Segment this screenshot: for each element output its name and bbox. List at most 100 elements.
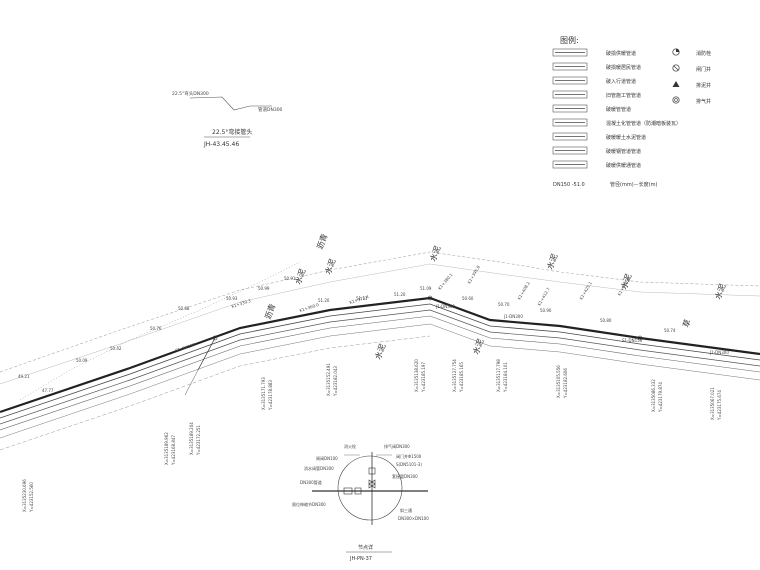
svg-text:管道DN300: 管道DN300 [258, 106, 283, 113]
fire-hydrant-icon [672, 48, 680, 56]
coord-label: Y=423152.560 [29, 482, 34, 513]
coord-label: X=3135189.962 [164, 432, 169, 465]
elevation-label: 50.93 [226, 296, 238, 301]
coord-label: Y=423179.874 [658, 382, 663, 413]
pipe-label: J1-DN300 [709, 350, 729, 355]
legend-pipe-item: 破损供暖管道 [552, 48, 636, 57]
legend-footnote-code: DN150 -51.0 [553, 182, 585, 188]
svg-text:混凝土化管管道（防潮暗板装瓦）: 混凝土化管管道（防潮暗板装瓦） [606, 120, 681, 127]
svg-text:DN300管道: DN300管道 [300, 479, 322, 485]
legend-symbol-items: 消防栓 闸门井 排泥井 排气井 [672, 48, 711, 105]
station-mark: K1+412.7 [537, 286, 552, 306]
legend-pipe-item: 破暖钢管道管道 [552, 146, 641, 155]
main-pipeline [0, 296, 760, 414]
detail-bottom-title: 节点详 [358, 544, 373, 551]
pipe-label: S1-DN150 [622, 338, 643, 343]
elevation-label: 47.77 [42, 388, 54, 393]
coord-label: X=3135105.556 [556, 365, 561, 398]
svg-text:破入行道管道: 破入行道管道 [606, 78, 636, 85]
coord-label: X=3135117.798 [496, 359, 501, 392]
legend-pipe-item: 破暖供暖通管道 [552, 160, 641, 169]
drain-valve-icon [672, 81, 680, 87]
svg-text:22.5°弯头DN300: 22.5°弯头DN300 [172, 90, 209, 97]
elevation-label: 49.21 [18, 374, 30, 379]
legend-pipe-item: 混凝土化管管道（防潮暗板装瓦） [552, 118, 681, 127]
pipeline-plan: 水泥 水泥 水泥 水泥 水泥 水泥 水泥 水泥 沥青 沥青 草 J1-DN300… [0, 232, 760, 513]
elevation-label: 50.70 [498, 302, 510, 307]
detail-top-bend: 22.5°弯头DN300 管道DN300 22.5°弯接管头 JH-43.45.… [172, 90, 283, 148]
road-label: 水泥 [372, 342, 387, 360]
coord-label: X=3135138.620 [414, 359, 419, 392]
detail-top-title: 22.5°弯接管头 [212, 128, 252, 136]
elevation-label: 50.42 [110, 346, 122, 351]
svg-text:破暖暖土水泥管道: 破暖暖土水泥管道 [606, 134, 646, 141]
svg-text:破暖管管道: 破暖管管道 [606, 106, 631, 113]
elevation-label: 51.20 [394, 292, 406, 297]
elevation-label: 50.76 [150, 326, 162, 331]
elevation-label: 51.20 [318, 298, 330, 303]
station-mark: K1+408.2 [517, 280, 532, 300]
detail-top-subtitle: JH-43.45.46 [203, 141, 239, 148]
station-mark: K1+373.4 [349, 294, 370, 305]
legend-symbol-item: 排泥井 [672, 81, 711, 89]
air-valve-icon [672, 96, 680, 104]
svg-text:排气阀DN300: 排气阀DN300 [384, 443, 410, 449]
svg-text:闸门井: 闸门井 [696, 66, 711, 73]
station-mark: K1+395.8 [467, 264, 482, 284]
legend-pipe-item: 破暖管管道 [552, 104, 631, 113]
legend-symbol-item: 排气井 [672, 96, 711, 105]
svg-text:消水阀管DN300: 消水阀管DN300 [304, 465, 334, 471]
road-label: 沥青 [314, 232, 329, 250]
coord-label: Y=423172.251 [196, 425, 201, 456]
elevation-label: 51.09 [420, 286, 432, 291]
legend-symbol-item: 消防栓 [672, 48, 711, 57]
pipe-label: J1-DN300 [435, 304, 455, 309]
coord-label: Y=423182.043 [333, 366, 338, 397]
legend-footnote-text: 管径(mm)－长度(m) [610, 181, 657, 188]
road-label: 水泥 [322, 257, 337, 275]
legend-pipe-items: 破损供暖管道 破损暖居民管道 破入行道管道 旧管施工管管道 破暖管管道 [552, 48, 681, 169]
gate-valve-icon [637, 335, 643, 341]
svg-text:限位伸缩节DN300: 限位伸缩节DN300 [292, 501, 326, 507]
coord-label: Y=423185.165 [459, 362, 464, 393]
legend-pipe-item: 破损暖居民管道 [552, 62, 641, 71]
road-label: 水泥 [712, 282, 727, 300]
elevation-label: 50.60 [462, 296, 474, 301]
coord-label: Y=423185.197 [421, 362, 426, 393]
svg-text:排气井: 排气井 [696, 98, 711, 105]
elevation-label: 50.99 [258, 286, 270, 291]
gate-valve-icon [427, 295, 433, 301]
svg-text:破损供暖管道: 破损供暖管道 [606, 50, 636, 57]
svg-text:破暖钢管道管道: 破暖钢管道管道 [606, 148, 641, 155]
coord-label: X=3135171.793 [261, 377, 266, 410]
legend-pipe-item: 破入行道管道 [552, 76, 636, 85]
station-mark: K1+360.0 [299, 302, 320, 313]
svg-text:套接管DN300: 套接管DN300 [392, 473, 418, 479]
svg-text:闸阀DN100: 闸阀DN100 [316, 455, 338, 461]
gate-valve-icon [672, 64, 680, 72]
pipe-label: S1-DN150 [175, 342, 196, 353]
coord-label: X=3135152.491 [326, 363, 331, 396]
svg-text:斜三通: 斜三通 [400, 507, 412, 513]
station-mark: K1+425.1 [579, 280, 594, 300]
legend-symbol-item: 闸门井 [672, 64, 711, 73]
elevation-label: 50.09 [76, 358, 88, 363]
coord-label: X=3135086.332 [651, 379, 656, 412]
elevation-label: 50.68 [178, 306, 190, 311]
svg-text:阀门井Φ1500: 阀门井Φ1500 [396, 453, 422, 459]
coord-label: X=3135230.696 [22, 479, 27, 512]
svg-text:旧管施工管管道: 旧管施工管管道 [606, 92, 641, 99]
station-mark: K1+330.3 [231, 298, 252, 309]
elevation-label: 50.91 [284, 276, 296, 281]
svg-text:排泥井: 排泥井 [696, 82, 711, 89]
coord-label: X=3135067.021 [710, 387, 715, 420]
legend-pipe-item: 破暖暖土水泥管道 [552, 132, 646, 141]
svg-text:破损暖居民管道: 破损暖居民管道 [606, 64, 641, 71]
svg-text:S(DN5101-3): S(DN5101-3) [396, 462, 422, 467]
coord-label: Y=423168.847 [171, 435, 176, 466]
coord-label: X=3135189.204 [189, 422, 194, 455]
elevation-label: 50.74 [664, 328, 676, 333]
legend-title: 图例: [560, 35, 579, 45]
road-label: 水泥 [427, 244, 442, 262]
